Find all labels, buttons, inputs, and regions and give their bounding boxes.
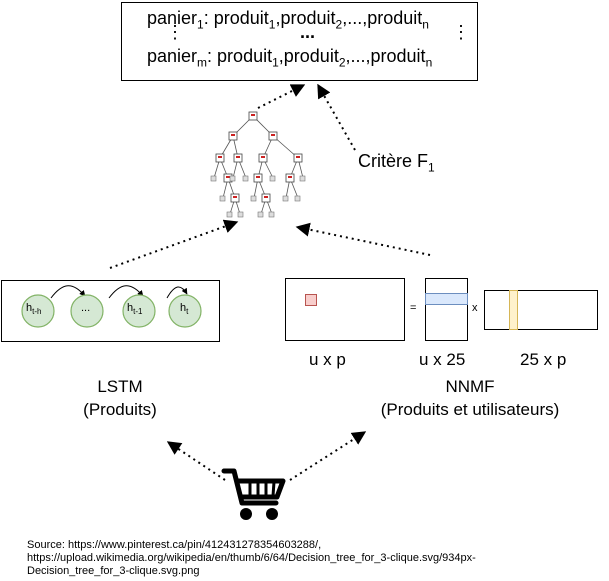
equals-sign: = [410, 302, 417, 314]
matrix-25-by-p [484, 290, 598, 330]
lstm-node-1-label: ht-h [26, 302, 42, 317]
matrix-u-by-p [285, 278, 405, 341]
source-line-3: Decision_tree_for_3-clique.svg.png [27, 565, 200, 577]
dim-label-u-by-25: u x 25 [419, 350, 466, 369]
source-citation: Source: https://www.pinterest.ca/pin/412… [27, 539, 476, 578]
red-cell [305, 294, 317, 306]
arrow-nnmf-to-tree [295, 222, 431, 256]
source-line-2: https://upload.wikimedia.org/wikipedia/e… [27, 552, 476, 564]
arrow-cart-to-nnmf [289, 431, 367, 481]
ellipsis-middle: ... [300, 22, 316, 42]
lstm-node-4 [168, 294, 202, 328]
vertical-dots-left: ⋮ [166, 22, 184, 42]
basket-line-1: panier1: produit1,produit2,...,produitn [147, 8, 429, 32]
basket-line-m: panierm: produit1,produit2,...,produitn [147, 46, 433, 70]
critere-label: Critère F1 [358, 151, 435, 175]
lstm-edge-1 [50, 285, 86, 299]
lstm-subtitle: (Produits) [83, 400, 157, 419]
source-line-1: Source: https://www.pinterest.ca/pin/412… [27, 539, 322, 551]
shopping-cart-icon [221, 468, 286, 520]
lstm-node-4-label: ht [180, 302, 189, 317]
lstm-chain [21, 285, 202, 328]
lstm-node-2-label: ... [81, 302, 91, 314]
blue-row-band [425, 293, 468, 305]
lstm-title: LSTM [97, 377, 143, 396]
vertical-dots-right: ⋮ [452, 22, 470, 42]
baskets-box [121, 2, 478, 81]
lstm-node-2 [70, 294, 104, 328]
nnmf-subtitle: (Produits et utilisateurs) [380, 400, 560, 419]
arrow-lstm-to-tree [109, 219, 239, 269]
dim-label-u-by-p: u x p [309, 350, 346, 369]
decision-tree-icon [210, 111, 306, 218]
dim-label-25-by-p: 25 x p [520, 350, 567, 369]
nnmf-title: NNMF [445, 377, 495, 396]
lstm-edge-2 [108, 285, 144, 299]
arrow-cart-to-lstm [166, 441, 226, 481]
times-sign: x [472, 302, 478, 314]
lstm-node-3-label: ht-1 [127, 302, 143, 317]
arrow-tree-to-baskets-1 [257, 84, 306, 109]
arrow-critere-to-baskets [317, 83, 356, 151]
yellow-column-band [509, 290, 518, 330]
lstm-edge-3 [166, 286, 188, 299]
matrix-u-by-25 [425, 278, 468, 341]
lstm-node-3 [122, 294, 156, 328]
lstm-node-1 [21, 294, 55, 328]
